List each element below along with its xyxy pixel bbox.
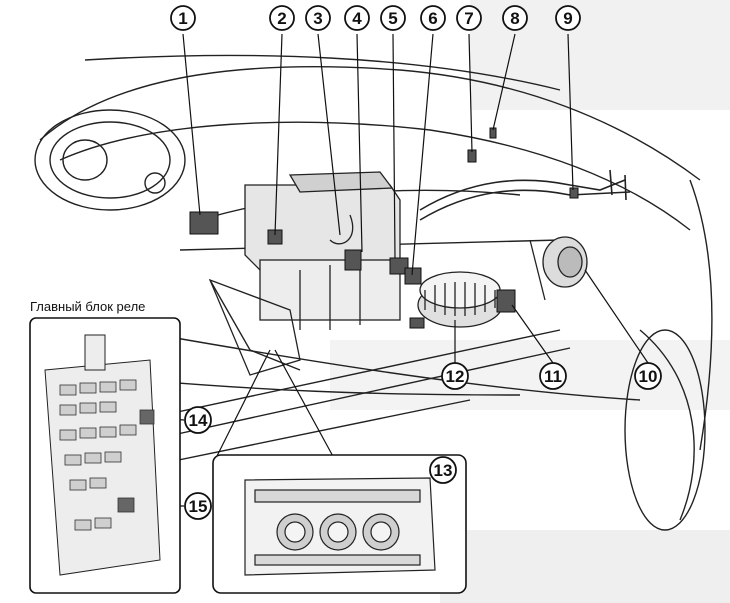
callout-markers: 1 2 3 4 5 6 7 8 bbox=[170, 5, 662, 520]
callout-3: 3 bbox=[305, 5, 331, 31]
svg-text:2: 2 bbox=[277, 9, 286, 28]
leader-lines bbox=[135, 33, 649, 507]
blower-motor bbox=[417, 271, 503, 328]
callout-10: 10 bbox=[634, 362, 662, 390]
callout-4: 4 bbox=[344, 5, 370, 31]
callout-6: 6 bbox=[420, 5, 446, 31]
callout-7: 7 bbox=[456, 5, 482, 31]
hvac-unit bbox=[244, 171, 401, 330]
air-intake-actuator bbox=[529, 236, 588, 301]
svg-text:11: 11 bbox=[544, 367, 562, 386]
svg-text:8: 8 bbox=[510, 9, 519, 28]
callout-14: 14 bbox=[184, 406, 212, 434]
svg-text:6: 6 bbox=[428, 9, 437, 28]
small-components bbox=[189, 127, 579, 329]
svg-text:12: 12 bbox=[446, 367, 465, 386]
svg-text:4: 4 bbox=[352, 9, 362, 28]
svg-text:13: 13 bbox=[434, 461, 453, 480]
callout-12: 12 bbox=[441, 362, 469, 390]
svg-text:3: 3 bbox=[313, 9, 322, 28]
svg-text:14: 14 bbox=[189, 411, 208, 430]
svg-text:5: 5 bbox=[388, 9, 397, 28]
callout-13: 13 bbox=[429, 456, 457, 484]
callout-5: 5 bbox=[380, 5, 406, 31]
svg-text:10: 10 bbox=[639, 367, 658, 386]
dashboard-drawing bbox=[34, 54, 713, 531]
callout-2: 2 bbox=[269, 5, 295, 31]
svg-text:9: 9 bbox=[563, 9, 572, 28]
callout-1: 1 bbox=[170, 5, 196, 31]
refrigerant-pipes bbox=[419, 169, 631, 221]
callout-15: 15 bbox=[184, 492, 212, 520]
svg-text:7: 7 bbox=[464, 9, 473, 28]
svg-text:15: 15 bbox=[189, 497, 208, 516]
relay-block-title: Главный блок реле bbox=[30, 299, 145, 314]
callout-8: 8 bbox=[502, 5, 528, 31]
callout-9: 9 bbox=[555, 5, 581, 31]
callout-11: 11 bbox=[539, 362, 567, 390]
relay-block-inset: Главный блок реле bbox=[29, 299, 181, 594]
climate-control-inset bbox=[212, 454, 467, 594]
glovebox-opening bbox=[208, 278, 301, 376]
svg-text:1: 1 bbox=[178, 9, 187, 28]
